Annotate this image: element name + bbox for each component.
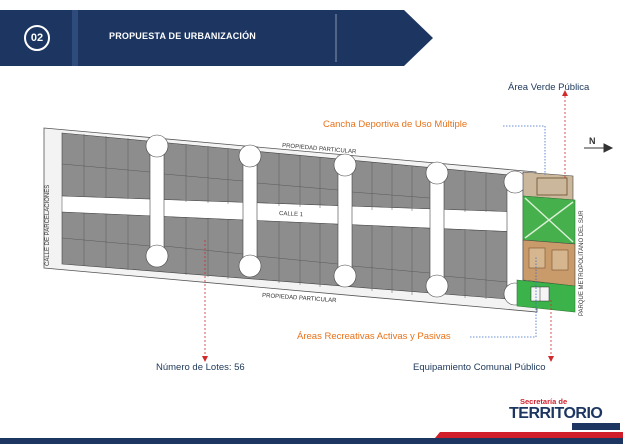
leader-recreativas [470,256,537,338]
section-number-badge: 02 [24,25,50,51]
logo-secretaria-text: Secretaría de [520,397,568,406]
culdesac-1b [145,244,169,268]
culdesac-3b [333,264,357,288]
north-arrow-icon [584,143,614,153]
footer-bar [0,438,623,444]
label-area-verde-publica: Área Verde Pública [508,82,590,93]
north-label: N [589,136,596,146]
road-label-parcelaciones: CALLE DE PARCELACIONES [45,185,51,266]
culdesac-2b [238,254,262,278]
label-areas-recreativas: Áreas Recreativas Activas y Pasivas [297,331,451,342]
label-numero-lotes: Número de Lotes: 56 [156,362,245,373]
logo-subline [572,423,620,430]
road-label-propiedad-bottom: PROPIEDAD PARTICULAR [262,293,337,304]
label-equipamiento-comunal: Equipamiento Comunal Público [413,362,546,373]
cancha-area [522,171,574,201]
culdesac-3a [333,153,357,177]
label-cancha-deportiva: Cancha Deportiva de Uso Múltiple [323,119,468,130]
header-band [0,10,433,66]
culdesac-2a [238,144,262,168]
lot-dividers [61,134,508,299]
logo-territorio-text: TERRITORIO [509,405,603,422]
culdesac-4b [425,274,449,298]
page-title: PROPUESTA DE URBANIZACIÓN [109,31,257,41]
culdesac-4a [425,161,449,185]
cancha-court [536,177,568,196]
culdesac-1a [145,134,169,158]
road-label-parque: PARQUE METROPOLITANO DEL SUR [579,210,585,316]
road-label-calle-1: CALLE 1 [279,211,304,218]
leader-cancha [503,125,546,175]
